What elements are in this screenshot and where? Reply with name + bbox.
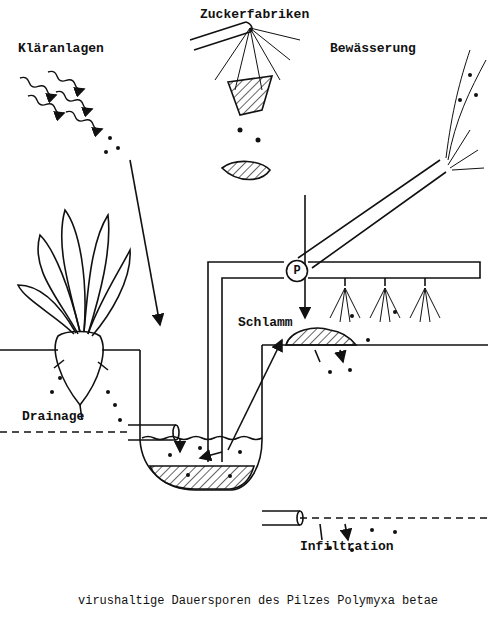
text-label: Infiltration [300,540,394,554]
text-label: Zuckerfabriken [200,8,309,22]
pump-letter: P [285,259,309,283]
text-label: Drainage [22,410,84,424]
text-label: Kläranlagen [18,42,104,56]
text-label: Bewässerung [330,42,416,56]
text-label: Schlamm [238,316,293,330]
pump-circle: P [285,259,309,283]
caption: virushaltige Dauersporen des Pilzes Poly… [78,594,438,608]
